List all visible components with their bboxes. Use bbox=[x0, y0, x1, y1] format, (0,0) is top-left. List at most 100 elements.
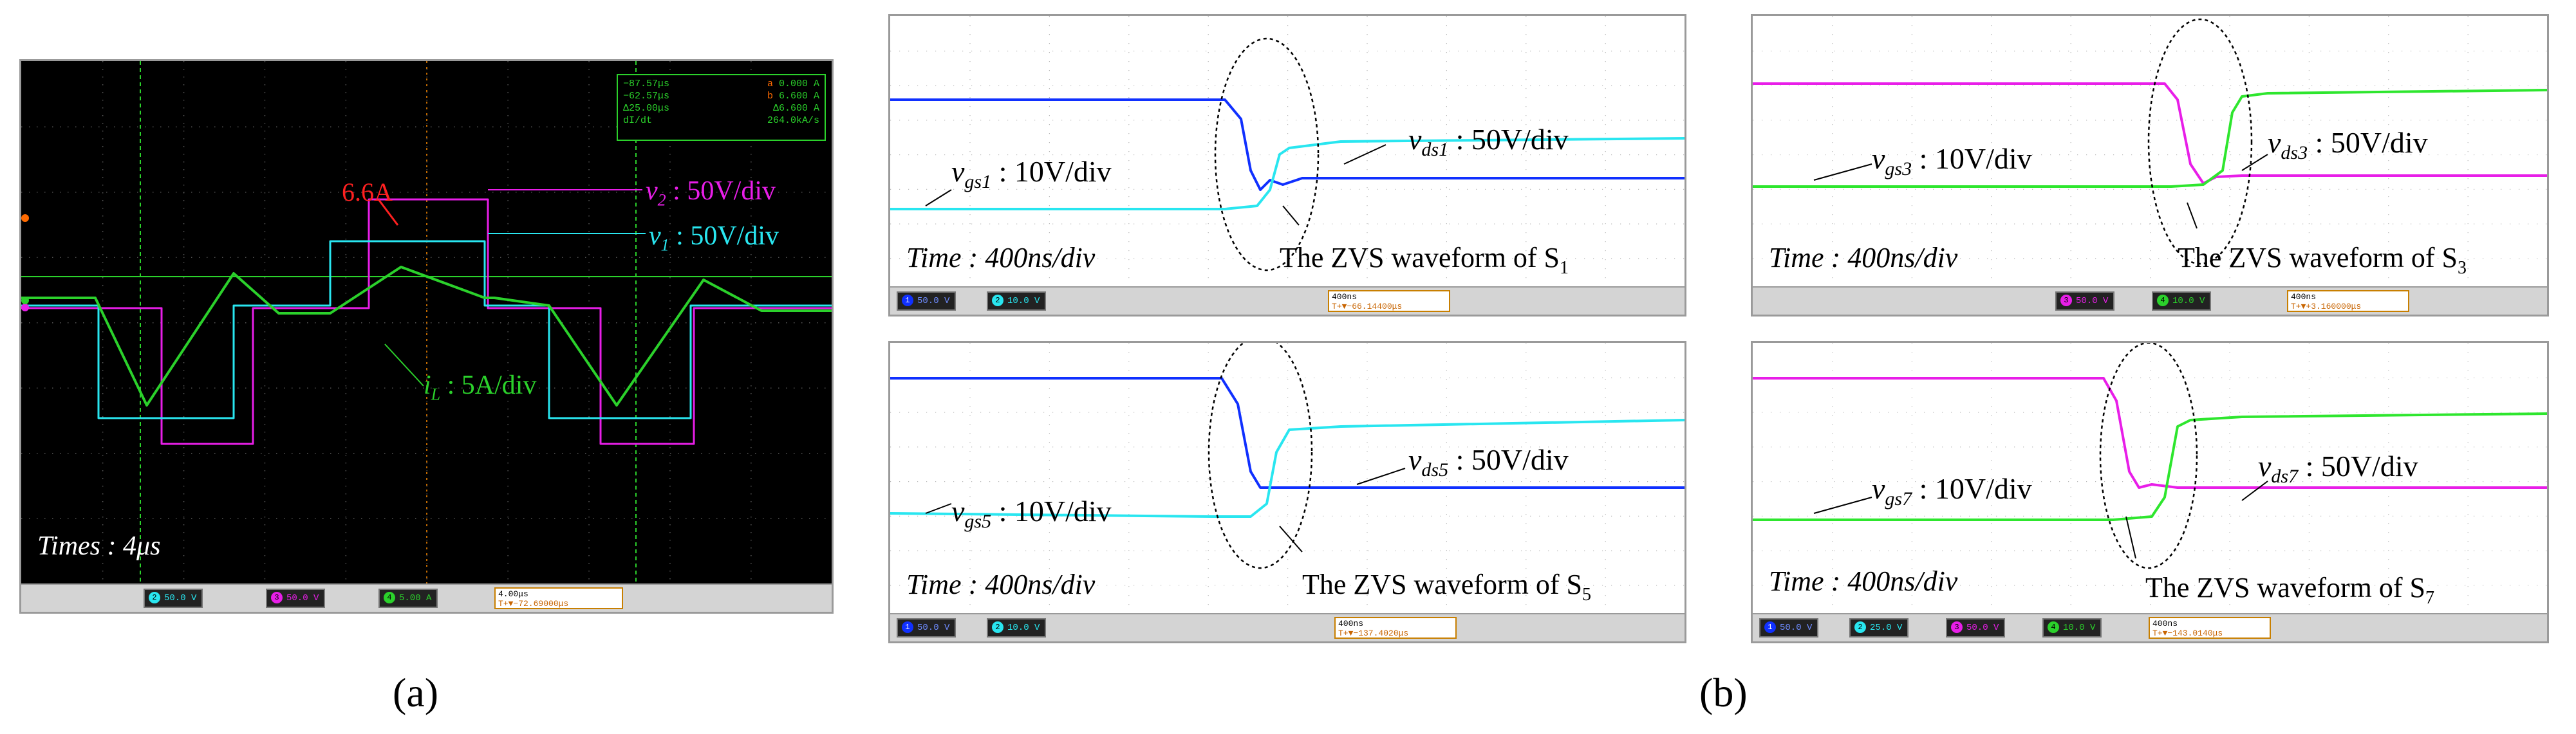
grid-dot bbox=[1566, 188, 1567, 190]
grid-dot bbox=[1991, 205, 1992, 206]
grid-dot bbox=[2229, 196, 2230, 197]
grid-dot bbox=[1503, 188, 1504, 190]
grid-dot bbox=[1870, 223, 1871, 225]
grid-dot bbox=[1960, 481, 1961, 482]
grid-dot bbox=[345, 401, 347, 402]
grid-dot bbox=[2203, 515, 2205, 517]
grid-dot bbox=[102, 262, 104, 263]
grid-dot bbox=[102, 439, 104, 441]
grid-dot bbox=[1043, 154, 1045, 156]
grid-dot bbox=[669, 316, 671, 317]
grid-dot bbox=[284, 257, 285, 258]
grid-dot bbox=[1605, 577, 1606, 578]
grid-dot bbox=[507, 316, 509, 317]
grid-dot bbox=[345, 439, 347, 441]
grid-dot bbox=[969, 268, 971, 270]
grid-dot bbox=[944, 258, 946, 259]
grid-dot bbox=[1991, 343, 1992, 344]
grid-dot bbox=[1879, 223, 1880, 225]
grid-dot bbox=[2229, 232, 2230, 234]
grid-dot bbox=[508, 257, 509, 258]
grid-dot bbox=[415, 387, 416, 389]
grid-dot bbox=[588, 408, 590, 410]
grid-dot bbox=[2194, 481, 2196, 482]
grid-dot bbox=[454, 322, 455, 324]
grid-dot bbox=[2095, 154, 2096, 156]
grid-dot bbox=[1440, 412, 1441, 413]
grid-dot bbox=[83, 192, 84, 193]
grid-dot bbox=[264, 493, 266, 495]
grid-dot bbox=[2229, 541, 2230, 542]
grid-dot bbox=[2388, 379, 2389, 380]
grid-dot bbox=[1870, 412, 1871, 413]
grid-dot bbox=[345, 339, 347, 340]
grid-dot bbox=[507, 285, 509, 286]
grid-dot bbox=[346, 387, 347, 389]
grid-dot bbox=[577, 453, 579, 454]
vds3-symbol: v bbox=[2268, 126, 2281, 159]
grid-dot bbox=[1287, 568, 1289, 569]
grid-dot bbox=[1128, 259, 1130, 261]
grid-dot bbox=[106, 453, 107, 454]
grid-dot bbox=[507, 347, 509, 348]
grid-dot bbox=[1431, 188, 1432, 190]
grid-dot bbox=[384, 518, 386, 519]
grid-dot bbox=[377, 192, 378, 193]
grid-dot bbox=[44, 322, 46, 324]
grid-dot bbox=[1128, 142, 1130, 143]
grid-dot bbox=[2388, 151, 2389, 152]
grid-dot bbox=[183, 524, 185, 526]
grid-dot bbox=[1208, 142, 1209, 143]
grid-dot bbox=[2467, 496, 2469, 497]
grid-dot bbox=[102, 84, 104, 86]
grid-dot bbox=[102, 216, 104, 217]
grid-dot bbox=[1128, 442, 1130, 443]
grid-dot bbox=[554, 387, 555, 389]
grid-dot bbox=[1832, 133, 1833, 134]
v1-subscript: 1 bbox=[660, 235, 669, 255]
grid-dot bbox=[2212, 481, 2214, 482]
vgs3-scale: : 10V/div bbox=[1912, 142, 2032, 175]
grid-dot bbox=[2308, 478, 2310, 479]
grid-dot bbox=[384, 453, 386, 454]
grid-dot bbox=[2229, 97, 2230, 98]
grid-dot bbox=[276, 387, 277, 389]
grid-dot bbox=[102, 555, 104, 556]
grid-dot bbox=[1942, 446, 1943, 448]
grid-dot bbox=[1906, 515, 1907, 517]
grid-dot bbox=[507, 354, 509, 356]
grid-dot bbox=[2293, 223, 2295, 225]
grid-dot bbox=[669, 547, 671, 549]
grid-dot bbox=[588, 192, 590, 194]
grid-dot bbox=[454, 126, 455, 127]
grid-dot bbox=[1025, 481, 1027, 482]
grid-dot bbox=[2150, 577, 2151, 578]
grid-dot bbox=[969, 433, 971, 434]
grid-dot bbox=[2104, 154, 2105, 156]
s3-channel-3-badge: 3 bbox=[2060, 295, 2072, 307]
grid-dot bbox=[2095, 481, 2096, 482]
grid-dot bbox=[1566, 515, 1567, 517]
grid-dot bbox=[1446, 214, 1447, 216]
grid-dot bbox=[2077, 258, 2078, 259]
grid-dot bbox=[2113, 515, 2114, 517]
grid-dot bbox=[1942, 481, 1943, 482]
grid-dot bbox=[1208, 514, 1209, 515]
grid-dot bbox=[507, 408, 509, 410]
grid-dot bbox=[2308, 133, 2310, 134]
grid-dot bbox=[989, 515, 991, 517]
grid-dot bbox=[2086, 188, 2087, 190]
